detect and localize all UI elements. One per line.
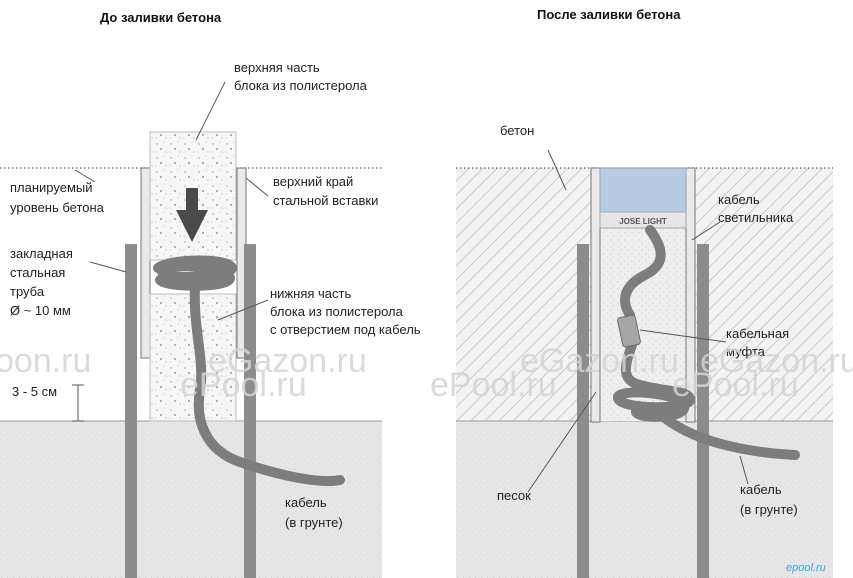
label-planned-level: планируемый уровень бетона <box>10 180 105 215</box>
label-lower-block: нижняя часть блока из полистерола с отве… <box>270 286 421 337</box>
left-steel-pipe-2 <box>244 244 256 578</box>
left-sleeve-wall-left <box>140 167 151 359</box>
left-steel-pipe-1 <box>125 244 137 578</box>
left-ground <box>0 421 382 578</box>
label-cable-coupling: кабельная муфта <box>726 326 793 359</box>
right-cable <box>612 225 800 460</box>
lamp-body <box>599 167 687 213</box>
label-left-cable-in-ground: кабель (в грунте) <box>285 495 343 530</box>
right-leader-lines <box>527 149 749 493</box>
left-diagram: До заливки бетона <box>0 10 421 578</box>
right-steel-pipe-2 <box>697 244 709 578</box>
cable-coupling <box>617 314 641 348</box>
watermark: oon.ru <box>0 342 91 380</box>
watermark: eGazon.ru <box>208 342 367 380</box>
title-before: До заливки бетона <box>100 10 222 25</box>
right-ground <box>456 421 833 578</box>
watermark: eGazon.ru <box>520 342 679 380</box>
watermark: ePool.ru <box>672 366 799 404</box>
watermark: ePool.ru <box>180 366 307 404</box>
left-leader-lines <box>74 81 269 321</box>
left-cable <box>153 255 345 487</box>
watermark: ePool.ru <box>430 366 557 404</box>
right-sleeve-wall-right <box>685 167 696 423</box>
label-upper-block: верхняя часть блока из полистерола <box>234 60 368 93</box>
label-embedded-pipe: закладная стальная труба Ø ~ 10 мм <box>10 246 77 318</box>
label-concrete: бетон <box>500 123 534 138</box>
label-depth: 3 - 5 см <box>12 384 57 399</box>
lamp-label-plate <box>599 211 687 229</box>
label-right-cable-in-ground: кабель (в грунте) <box>740 482 798 517</box>
right-diagram: После заливки бетона JOSE LIGHT <box>456 7 833 578</box>
watermark: eGazon.ru <box>700 342 853 380</box>
lamp-brand-label: JOSE LIGHT <box>619 217 667 226</box>
down-arrow-icon <box>176 188 208 242</box>
label-insert-top-edge: верхний край стальной вставки <box>273 174 378 208</box>
label-sand: песок <box>497 488 531 503</box>
label-lamp-cable: кабель светильника <box>718 192 794 225</box>
watermarks: oon.ru eGazon.ru ePool.ru eGazon.ru ePoo… <box>0 342 853 404</box>
right-sleeve-wall-left <box>590 167 601 423</box>
title-after: После заливки бетона <box>537 7 681 22</box>
signature-logo: epool.ru <box>786 562 826 574</box>
